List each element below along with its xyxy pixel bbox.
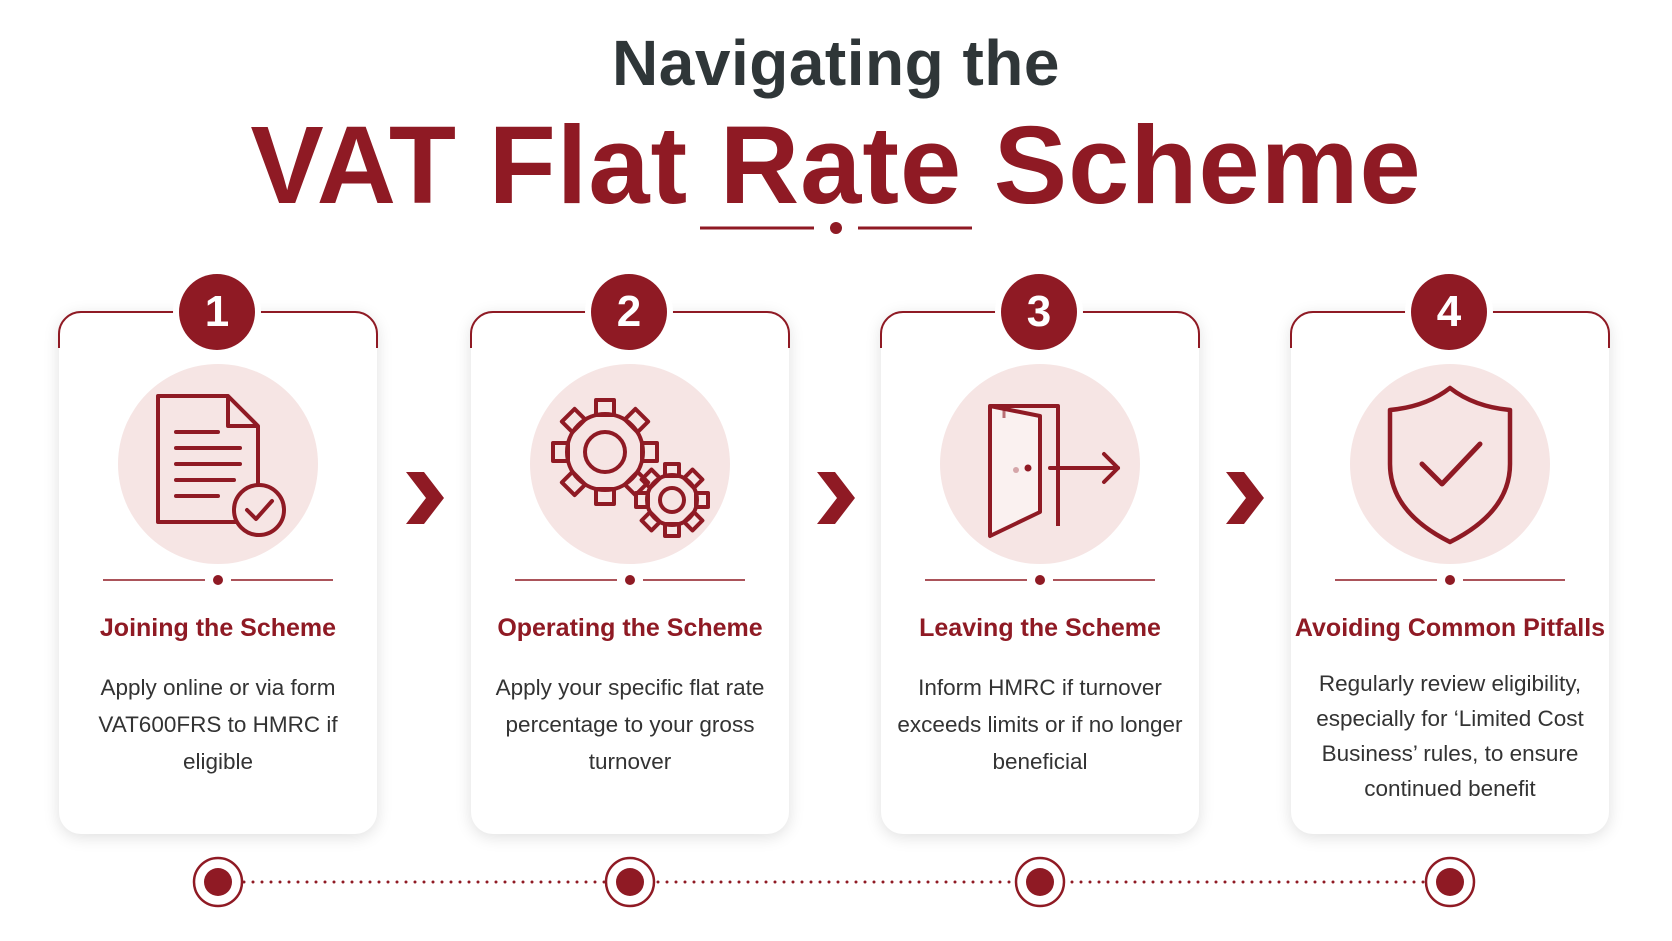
icon-circle [940,364,1140,564]
step-card-2: 2 [470,274,790,834]
card-divider [925,575,1155,585]
shield-check-icon [1387,385,1513,545]
step-number-badge: 3 [1001,274,1077,350]
progress-timeline [192,856,1476,908]
step-description: Regularly review eligibility, especially… [1316,671,1584,801]
step-description: Apply online or via form VAT600FRS to HM… [98,675,338,774]
chevron-right-icon [1226,472,1264,524]
timeline-node-3 [1014,856,1066,908]
step-card-4: 4 Avoiding Common Pitfalls Regularly rev… [1290,274,1610,834]
card-divider [103,575,333,585]
timeline-node-4 [1424,856,1476,908]
icon-circle [118,364,318,564]
step-number-badge: 1 [179,274,255,350]
step-description: Inform HMRC if turnover exceeds limits o… [897,675,1183,774]
gears-icon [551,398,710,538]
door-exit-icon [988,404,1120,538]
card-divider [515,575,745,585]
document-check-icon [156,394,286,537]
step-title: Leaving the Scheme [919,614,1161,642]
page-title-top: Navigating the [612,27,1060,99]
step-card-1: 1 Joining the Scheme Apply online or via… [58,274,378,834]
step-description: Apply your specific flat rate percentage… [495,675,765,774]
step-number-badge: 4 [1411,274,1487,350]
card-divider [1335,575,1565,585]
icon-circle [1350,364,1550,564]
step-title: Joining the Scheme [99,614,337,642]
page-title-main: VAT Flat Rate Scheme [250,104,1422,227]
chevron-right-icon [817,472,855,524]
timeline-node-1 [192,856,244,908]
title-divider [700,222,972,234]
chevron-right-icon [406,472,444,524]
step-title: Avoiding Common Pitfalls [1294,614,1606,642]
step-title: Operating the Scheme [497,614,763,642]
icon-circle [530,364,730,564]
step-number-badge: 2 [591,274,667,350]
timeline-node-2 [604,856,656,908]
step-card-3: 3 Leaving the Scheme Inform HMRC if turn… [880,274,1200,834]
